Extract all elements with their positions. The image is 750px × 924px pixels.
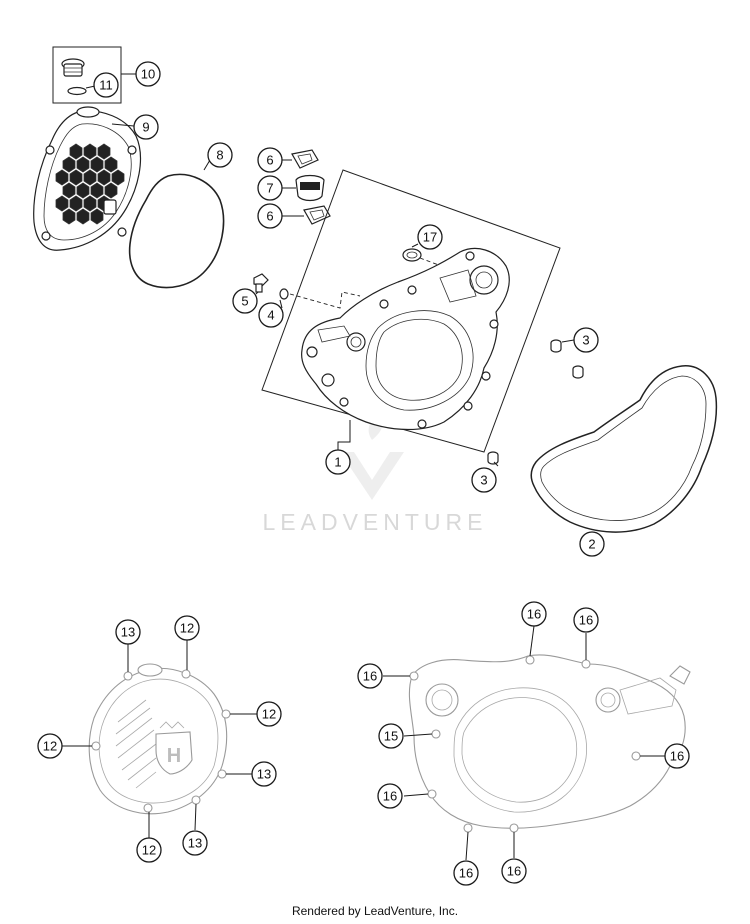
cooling-ribs bbox=[115, 699, 157, 789]
callout-3-upper-label: 3 bbox=[582, 333, 589, 348]
callout-8: 8 bbox=[207, 142, 233, 168]
clutch-cover-gasket bbox=[530, 365, 718, 533]
callout-12-bottom-label: 12 bbox=[142, 843, 156, 858]
callout-16-left: 16 bbox=[357, 663, 383, 689]
callout-16-bottom-b: 16 bbox=[501, 858, 527, 884]
callout-16-right: 16 bbox=[664, 743, 690, 769]
callouts: 10 11 9 8 6 7 6 17 5 4 3 1 3 2 13 12 12 … bbox=[37, 61, 690, 886]
outer-clutch-cover bbox=[33, 106, 142, 251]
filler-cap bbox=[61, 58, 85, 77]
honeycomb-grille bbox=[55, 143, 125, 225]
callout-3-lower-label: 3 bbox=[480, 473, 487, 488]
filler-cap-frame bbox=[52, 46, 122, 104]
cable-grommet-lower bbox=[303, 205, 331, 225]
drain-screw bbox=[253, 273, 269, 293]
callout-12-left: 12 bbox=[37, 733, 63, 759]
dowel-pin-lower bbox=[487, 451, 499, 465]
inner-clutch-cover bbox=[301, 247, 510, 431]
callout-8-label: 8 bbox=[216, 148, 223, 163]
callout-5: 5 bbox=[232, 288, 258, 314]
callout-12-right: 12 bbox=[256, 701, 282, 727]
husqvarna-crown-logo-icon: H bbox=[155, 721, 193, 775]
callout-12-left-label: 12 bbox=[43, 739, 57, 754]
callout-16-top-a-label: 16 bbox=[527, 607, 541, 622]
callout-13-bottom: 13 bbox=[182, 830, 208, 856]
callout-13-right-label: 13 bbox=[257, 767, 271, 782]
cable-grommet-upper bbox=[291, 149, 319, 169]
filler-boss-detail bbox=[137, 663, 163, 677]
callout-9-label: 9 bbox=[142, 120, 149, 135]
callout-6-lower-label: 6 bbox=[266, 209, 273, 224]
callout-16-top-b-label: 16 bbox=[579, 613, 593, 628]
callout-11: 11 bbox=[93, 72, 119, 98]
callout-12-bottom: 12 bbox=[136, 837, 162, 863]
callout-15-label: 15 bbox=[384, 729, 398, 744]
callout-1-label: 1 bbox=[334, 455, 341, 470]
callout-3-upper: 3 bbox=[573, 327, 599, 353]
callout-15: 15 bbox=[378, 723, 404, 749]
callout-7: 7 bbox=[257, 175, 283, 201]
drain-screw-assembly-line bbox=[289, 291, 361, 309]
callout-16-bottom-a: 16 bbox=[453, 860, 479, 886]
watermark-text: LEADVENTURE bbox=[263, 509, 488, 535]
svg-text:H: H bbox=[167, 745, 181, 767]
callout-11-label: 11 bbox=[99, 78, 113, 93]
callout-7-label: 7 bbox=[266, 181, 273, 196]
callout-1: 1 bbox=[325, 449, 351, 475]
dowel-pin-upper-a bbox=[550, 339, 562, 353]
shaft-seal-ring bbox=[402, 248, 422, 262]
callout-9: 9 bbox=[133, 114, 159, 140]
callout-13-bottom-label: 13 bbox=[188, 836, 202, 851]
drain-screw-washer bbox=[279, 288, 289, 300]
callout-2: 2 bbox=[579, 531, 605, 557]
callout-16-top-a: 16 bbox=[521, 601, 547, 627]
callout-10-label: 10 bbox=[141, 67, 155, 82]
callout-16-right-label: 16 bbox=[670, 749, 684, 764]
callout-17-label: 17 bbox=[423, 230, 437, 245]
callout-6-lower: 6 bbox=[257, 203, 283, 229]
filler-cap-o-ring bbox=[67, 86, 87, 96]
callout-12-top-label: 12 bbox=[180, 621, 194, 636]
callout-13-top: 13 bbox=[115, 619, 141, 645]
callout-10: 10 bbox=[135, 61, 161, 87]
callout-12-top: 12 bbox=[174, 615, 200, 641]
outer-cover-gasket bbox=[128, 173, 225, 289]
leadventure-watermark: LEADVENTURE bbox=[263, 405, 488, 535]
callout-3-lower: 3 bbox=[471, 467, 497, 493]
callout-4-label: 4 bbox=[267, 308, 274, 323]
callout-12-right-label: 12 bbox=[262, 707, 276, 722]
callout-6-upper-label: 6 bbox=[266, 153, 273, 168]
callout-16-top-b: 16 bbox=[573, 607, 599, 633]
dowel-pin-upper-b bbox=[572, 365, 584, 379]
footer-credit: Rendered by LeadVenture, Inc. bbox=[292, 904, 458, 918]
callout-2-label: 2 bbox=[588, 537, 595, 552]
callout-4: 4 bbox=[258, 302, 284, 328]
callout-5-label: 5 bbox=[241, 294, 248, 309]
callout-13-right: 13 bbox=[251, 761, 277, 787]
callout-13-top-label: 13 bbox=[121, 625, 135, 640]
callout-17: 17 bbox=[417, 224, 443, 250]
callout-16-left-label: 16 bbox=[363, 669, 377, 684]
clutch-cover-assembly-frame bbox=[261, 169, 561, 453]
inner-cover-detail-view bbox=[408, 654, 691, 833]
callout-6-upper: 6 bbox=[257, 147, 283, 173]
cover-filler-boss bbox=[76, 106, 100, 118]
callout-16-bottom-a-label: 16 bbox=[459, 866, 473, 881]
callout-16-lower-left-label: 16 bbox=[383, 789, 397, 804]
outer-cover-detail-view: H bbox=[88, 663, 231, 815]
callout-16-lower-left: 16 bbox=[377, 783, 403, 809]
cable-grommet-center bbox=[295, 174, 325, 202]
filler-cap-assembly bbox=[52, 46, 122, 104]
callout-16-bottom-b-label: 16 bbox=[507, 864, 521, 879]
